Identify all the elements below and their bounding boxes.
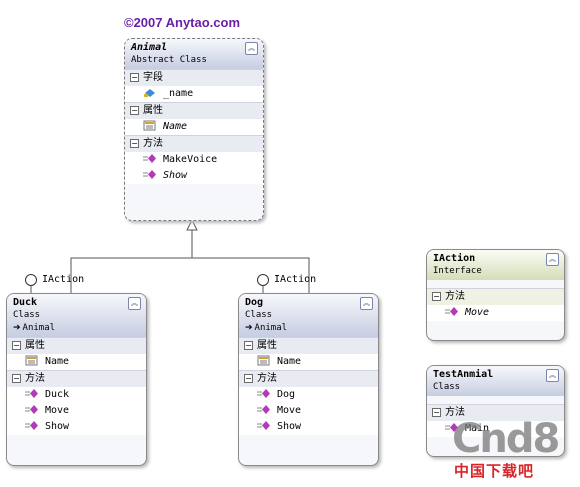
member-method[interactable]: Show: [125, 168, 263, 184]
collapse-chevron-icon[interactable]: ︽: [128, 297, 141, 310]
property-icon: [25, 355, 38, 366]
inheritance-arrowhead: [186, 218, 198, 231]
member-method[interactable]: Show: [7, 419, 146, 435]
section-methods[interactable]: −方法: [7, 370, 146, 387]
collapse-toggle-icon[interactable]: −: [130, 73, 139, 82]
base-class: ➔Animal: [245, 323, 288, 333]
class-kind: Class: [13, 310, 41, 320]
section-properties[interactable]: −属性: [125, 102, 263, 119]
animal-inheritance-line: [70, 229, 193, 293]
iaction-interface-box[interactable]: IAction Interface ︽ −方法 Move: [426, 249, 565, 341]
class-name: TestAnmial: [433, 369, 494, 380]
member-method[interactable]: Dog: [239, 387, 378, 403]
method-icon: [257, 421, 270, 430]
method-icon: [25, 421, 38, 430]
member-property[interactable]: Name: [125, 119, 263, 135]
interface-lollipop-icon: [257, 274, 269, 286]
property-icon: [257, 355, 270, 366]
method-icon: [257, 389, 270, 398]
base-class: ➔Animal: [13, 323, 56, 333]
duck-class-box[interactable]: Duck Class ➔Animal ︽ −属性 Name −方法 Duck M…: [6, 293, 147, 466]
section-properties[interactable]: −属性: [7, 337, 146, 354]
collapse-toggle-icon[interactable]: −: [244, 341, 253, 350]
collapse-chevron-icon[interactable]: ︽: [245, 42, 258, 55]
interface-lollipop-icon: [25, 274, 37, 286]
collapse-toggle-icon[interactable]: −: [432, 292, 441, 301]
property-icon: [143, 120, 156, 131]
member-method[interactable]: Duck: [7, 387, 146, 403]
class-kind: Class: [433, 382, 461, 392]
watermark-brand: Cnd8: [452, 416, 560, 462]
member-field[interactable]: _name: [125, 86, 263, 102]
class-name: Dog: [245, 297, 264, 308]
field-icon: [144, 89, 155, 97]
animal-class-box[interactable]: Animal Abstract Class ︽ −字段 _name −属性 Na…: [124, 38, 264, 221]
method-icon: [25, 389, 38, 398]
collapse-toggle-icon[interactable]: −: [244, 374, 253, 383]
class-kind: Abstract Class: [131, 55, 207, 65]
member-method[interactable]: Move: [239, 403, 378, 419]
member-property[interactable]: Name: [7, 354, 146, 370]
collapse-toggle-icon[interactable]: −: [12, 341, 21, 350]
member-method[interactable]: Move: [427, 305, 564, 321]
site-watermark: Cnd8 中国下载吧: [452, 416, 580, 487]
method-icon: [445, 423, 458, 432]
inherits-arrow-icon: ➔: [245, 323, 253, 333]
collapse-chevron-icon[interactable]: ︽: [546, 369, 559, 382]
method-icon: [143, 170, 156, 179]
watermark-tagline: 中国下载吧: [454, 462, 535, 480]
inherits-arrow-icon: ➔: [13, 323, 21, 333]
collapse-chevron-icon[interactable]: ︽: [360, 297, 373, 310]
section-methods[interactable]: −方法: [427, 404, 564, 421]
method-icon: [445, 307, 458, 316]
collapse-chevron-icon[interactable]: ︽: [546, 253, 559, 266]
section-methods[interactable]: −方法: [125, 135, 263, 152]
section-properties[interactable]: −属性: [239, 337, 378, 354]
method-icon: [25, 405, 38, 414]
collapse-toggle-icon[interactable]: −: [432, 408, 441, 417]
class-name: Animal: [131, 42, 168, 53]
section-methods[interactable]: −方法: [239, 370, 378, 387]
member-method[interactable]: MakeVoice: [125, 152, 263, 168]
method-icon: [143, 154, 156, 163]
method-icon: [257, 405, 270, 414]
member-method[interactable]: Show: [239, 419, 378, 435]
collapse-toggle-icon[interactable]: −: [12, 374, 21, 383]
collapse-toggle-icon[interactable]: −: [130, 139, 139, 148]
copyright-text: ©2007 Anytao.com: [124, 15, 241, 30]
section-fields[interactable]: −字段: [125, 69, 263, 86]
member-property[interactable]: Name: [239, 354, 378, 370]
section-methods[interactable]: −方法: [427, 288, 564, 305]
interface-label: IAction: [42, 274, 85, 285]
interface-name: IAction: [433, 253, 476, 264]
dog-class-box[interactable]: Dog Class ➔Animal ︽ −属性 Name −方法 Dog Mov…: [238, 293, 379, 466]
member-method[interactable]: Main: [427, 421, 564, 437]
class-name: Duck: [13, 297, 38, 308]
collapse-toggle-icon[interactable]: −: [130, 106, 139, 115]
member-method[interactable]: Move: [7, 403, 146, 419]
interface-label: IAction: [274, 274, 317, 285]
dog-inheritance-line: [192, 257, 310, 293]
testanimal-class-box[interactable]: TestAnmial Class ︽ −方法 Main: [426, 365, 565, 457]
interface-kind: Interface: [433, 266, 482, 276]
class-kind: Class: [245, 310, 273, 320]
